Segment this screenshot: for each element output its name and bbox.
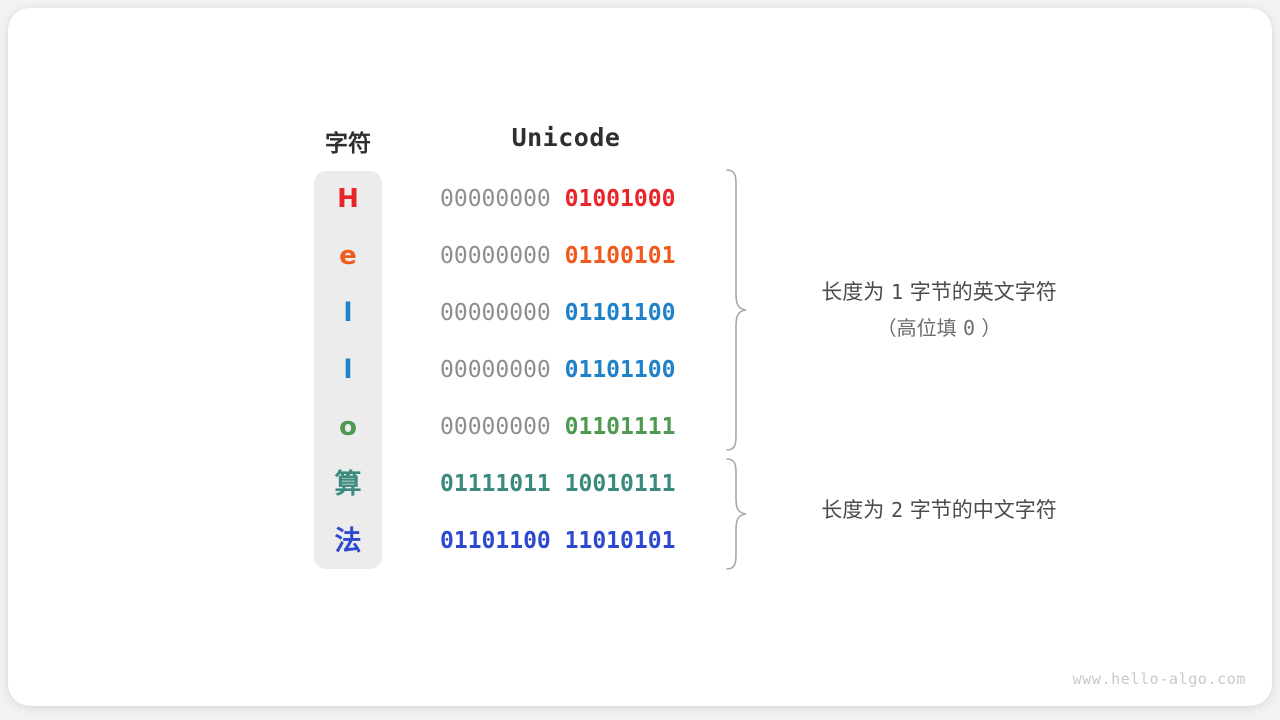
character-cell: 法: [334, 526, 362, 557]
character-cell: e: [339, 241, 357, 271]
table-row: 法 01101100 11010101: [8, 513, 1272, 570]
unicode-binary-cell: 00000000 01101100: [440, 285, 692, 342]
annotation-1-suffix: 字节的英文字符: [909, 280, 1057, 304]
site-watermark: www.hello-algo.com: [1072, 670, 1246, 688]
unicode-binary-cell: 00000000 01101111: [440, 399, 692, 456]
annotation-1-sub-number: 0: [962, 316, 976, 340]
byte-separator: [551, 357, 565, 383]
annotation-2-number: 2: [890, 498, 904, 522]
low-byte: 01101100: [564, 357, 676, 383]
byte-separator: [551, 528, 565, 554]
low-byte: 01100101: [564, 243, 676, 269]
annotation-1-sub-suffix: ）: [981, 316, 1002, 340]
column-header-unicode: Unicode: [511, 123, 621, 152]
annotation-chinese-bytes: 长度为 2 字节的中文字符: [794, 492, 1084, 528]
annotation-english-bytes: 长度为 1 字节的英文字符 （高位填 0 ）: [794, 274, 1084, 346]
high-byte: 00000000: [440, 357, 551, 383]
low-byte: 11010101: [564, 528, 676, 554]
table-row: H 00000000 01001000: [8, 171, 1272, 228]
character-cell: H: [337, 184, 359, 214]
high-byte: 00000000: [440, 243, 551, 269]
byte-separator: [551, 243, 565, 269]
byte-separator: [551, 186, 565, 212]
brace-english-group: [724, 168, 754, 457]
annotation-1-sub-prefix: （高位填: [876, 316, 957, 340]
table-row: o 00000000 01101111: [8, 399, 1272, 456]
annotation-1-prefix: 长度为: [821, 280, 885, 304]
low-byte: 01001000: [564, 186, 676, 212]
high-byte: 01111011: [440, 471, 551, 497]
byte-separator: [551, 300, 565, 326]
byte-separator: [551, 471, 565, 497]
unicode-binary-cell: 01111011 10010111: [440, 456, 692, 513]
annotation-2-suffix: 字节的中文字符: [909, 498, 1057, 522]
unicode-binary-cell: 01101100 11010101: [440, 513, 692, 570]
table-row: l 00000000 01101100: [8, 342, 1272, 399]
low-byte: 10010111: [564, 471, 676, 497]
character-cell: o: [339, 412, 357, 442]
column-header-character: 字符: [325, 131, 371, 157]
unicode-binary-cell: 00000000 01100101: [440, 228, 692, 285]
byte-separator: [551, 414, 565, 440]
low-byte: 01101100: [564, 300, 676, 326]
figure-card: 字符 Unicode H 00000000 01001000 e 00000000 0…: [8, 8, 1272, 706]
annotation-1-number: 1: [890, 280, 904, 304]
table-row: e 00000000 01100101: [8, 228, 1272, 285]
character-cell: l: [343, 298, 353, 328]
unicode-binary-cell: 00000000 01101100: [440, 342, 692, 399]
brace-chinese-group: [724, 457, 754, 576]
annotation-2-prefix: 长度为: [821, 498, 885, 522]
character-cell: l: [343, 355, 353, 385]
table-row: 算 01111011 10010111: [8, 456, 1272, 513]
character-cell: 算: [334, 469, 362, 500]
high-byte: 01101100: [440, 528, 551, 554]
annotation-1-subtext: （高位填 0 ）: [794, 310, 1084, 346]
character-column-panel: [314, 171, 382, 569]
low-byte: 01101111: [564, 414, 676, 440]
unicode-binary-cell: 00000000 01001000: [440, 171, 692, 228]
high-byte: 00000000: [440, 300, 551, 326]
high-byte: 00000000: [440, 414, 551, 440]
table-row: l 00000000 01101100: [8, 285, 1272, 342]
high-byte: 00000000: [440, 186, 551, 212]
